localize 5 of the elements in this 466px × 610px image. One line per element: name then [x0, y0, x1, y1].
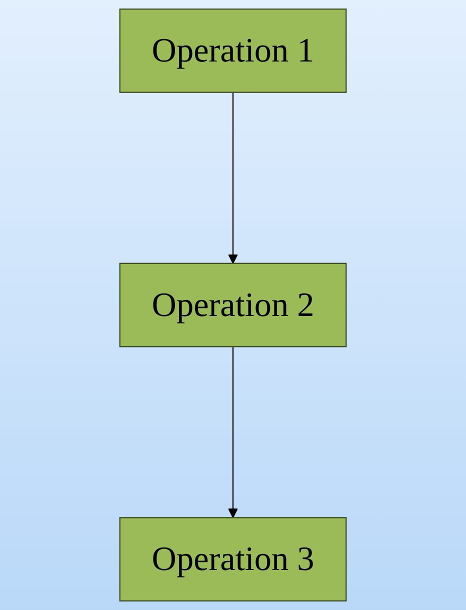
node-box: Operation 2 — [119, 262, 347, 348]
node-box: Operation 3 — [119, 517, 347, 602]
node-box: Operation 1 — [119, 8, 347, 93]
arrow — [228, 92, 238, 264]
arrow — [228, 346, 238, 518]
